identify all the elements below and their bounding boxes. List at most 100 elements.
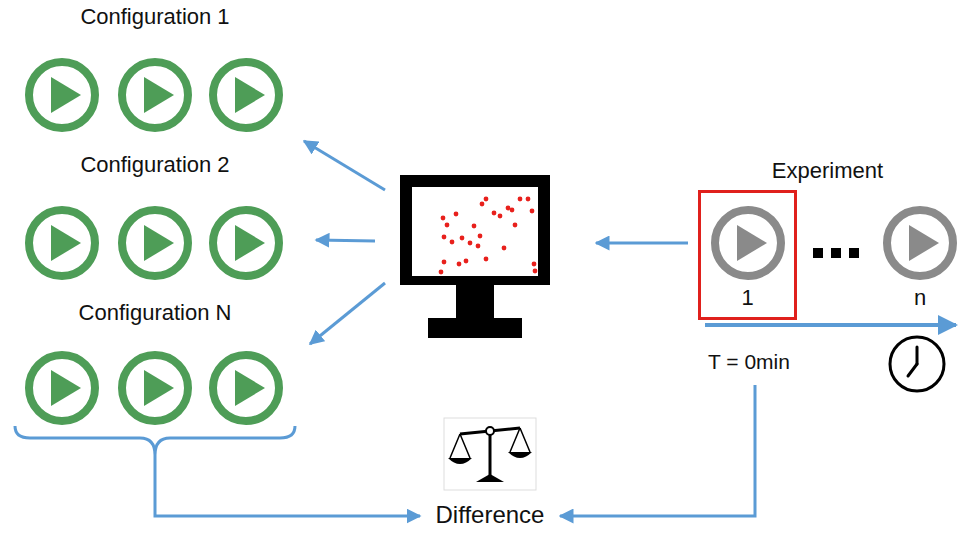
play-ring: [29, 355, 95, 421]
particle-dot: [439, 270, 444, 275]
particle-dot: [526, 197, 531, 202]
play-icon: [213, 62, 279, 128]
balance-string: [450, 434, 470, 458]
configuration-group: Configuration 1: [15, 4, 295, 139]
balance-string: [510, 428, 530, 452]
play-triangle: [235, 77, 265, 113]
particle-dot: [484, 257, 489, 262]
play-ring: [29, 210, 95, 276]
node-label: Difference: [436, 501, 545, 530]
particle-dot: [445, 223, 450, 228]
clock-face: [890, 337, 944, 391]
particle-dot: [533, 269, 538, 274]
play-icon: [213, 355, 279, 421]
particle-dots: [439, 197, 538, 275]
particle-dot: [454, 212, 459, 217]
configuration-group: Configuration N: [15, 300, 295, 435]
play-icon: [122, 355, 188, 421]
ellipsis-dot: [831, 248, 841, 258]
particle-dot: [468, 241, 473, 246]
flow-arrow: [304, 141, 385, 190]
play-triangle: [144, 370, 174, 406]
balance-icon: [444, 418, 536, 490]
play-triangle: [51, 370, 81, 406]
play-icon: [213, 210, 279, 276]
balance-base: [476, 474, 504, 482]
play-ring: [29, 62, 95, 128]
frame-number: n: [914, 285, 926, 311]
particle-dot: [492, 211, 497, 216]
play-icon: [122, 210, 188, 276]
clock-hand: [908, 364, 917, 376]
play-triangle: [235, 370, 265, 406]
play-icon: [715, 210, 781, 276]
node-label: Configuration 2: [80, 152, 229, 178]
monitor-base: [428, 318, 522, 338]
particle-dot: [442, 260, 447, 265]
particle-dot: [498, 214, 503, 219]
particle-dot: [510, 208, 515, 213]
play-triangle: [51, 77, 81, 113]
flow-arrow: [310, 283, 385, 344]
particle-dot: [464, 259, 469, 264]
balance-pan: [508, 452, 532, 458]
selected-frame: 1: [698, 190, 797, 320]
play-icon: [29, 62, 95, 128]
particle-dot: [472, 224, 477, 229]
particle-dot: [476, 244, 481, 249]
play-icons: [29, 62, 953, 421]
node-label: Configuration 1: [80, 4, 229, 30]
play-icon: [122, 62, 188, 128]
ellipsis-dots: [813, 248, 859, 258]
flow-connector: [560, 385, 755, 516]
node-label: Experiment: [772, 158, 883, 184]
play-ring: [213, 210, 279, 276]
play-ring: [122, 210, 188, 276]
particle-dot: [532, 262, 537, 267]
time-label: T = 0min: [708, 349, 790, 374]
monitor-neck: [456, 285, 494, 319]
play-triangle: [235, 225, 265, 261]
particle-dot: [441, 216, 446, 221]
configuration-group: Configuration 2: [15, 152, 295, 287]
ellipsis-dot: [849, 248, 859, 258]
play-icon: [887, 210, 953, 276]
balance-pivot: [486, 427, 494, 435]
timeline-arrow: [705, 323, 956, 327]
bracket: [15, 426, 295, 455]
flow-connector: [155, 455, 420, 516]
particle-dot: [478, 234, 483, 239]
clock-icon: [890, 337, 944, 391]
monitor-icon: [400, 175, 550, 338]
play-icon: [29, 210, 95, 276]
particle-dot: [460, 236, 465, 241]
play-ring: [887, 210, 953, 276]
play-ring: [715, 210, 781, 276]
frame-number: 1: [741, 285, 753, 311]
balance-pan: [448, 458, 472, 464]
play-triangle: [51, 225, 81, 261]
play-triangle: [144, 225, 174, 261]
ellipsis-dot: [813, 248, 823, 258]
particle-dot: [457, 262, 462, 267]
particle-dot: [442, 235, 447, 240]
flow-arrow: [316, 240, 375, 241]
balance-beam: [460, 428, 520, 434]
play-ring: [213, 62, 279, 128]
play-ring: [122, 355, 188, 421]
particle-dot: [450, 240, 455, 245]
particle-dot: [480, 202, 485, 207]
particle-dot: [513, 223, 518, 228]
play-triangle: [909, 225, 939, 261]
play-triangle: [144, 77, 174, 113]
play-triangle: [737, 225, 767, 261]
play-icon: [29, 355, 95, 421]
particle-dot: [518, 197, 523, 202]
flow-arrow: [596, 242, 688, 245]
monitor-screen: [412, 187, 538, 276]
monitor-frame: [400, 175, 550, 285]
clock-hand: [916, 347, 919, 364]
frame-icon: n: [880, 190, 960, 320]
